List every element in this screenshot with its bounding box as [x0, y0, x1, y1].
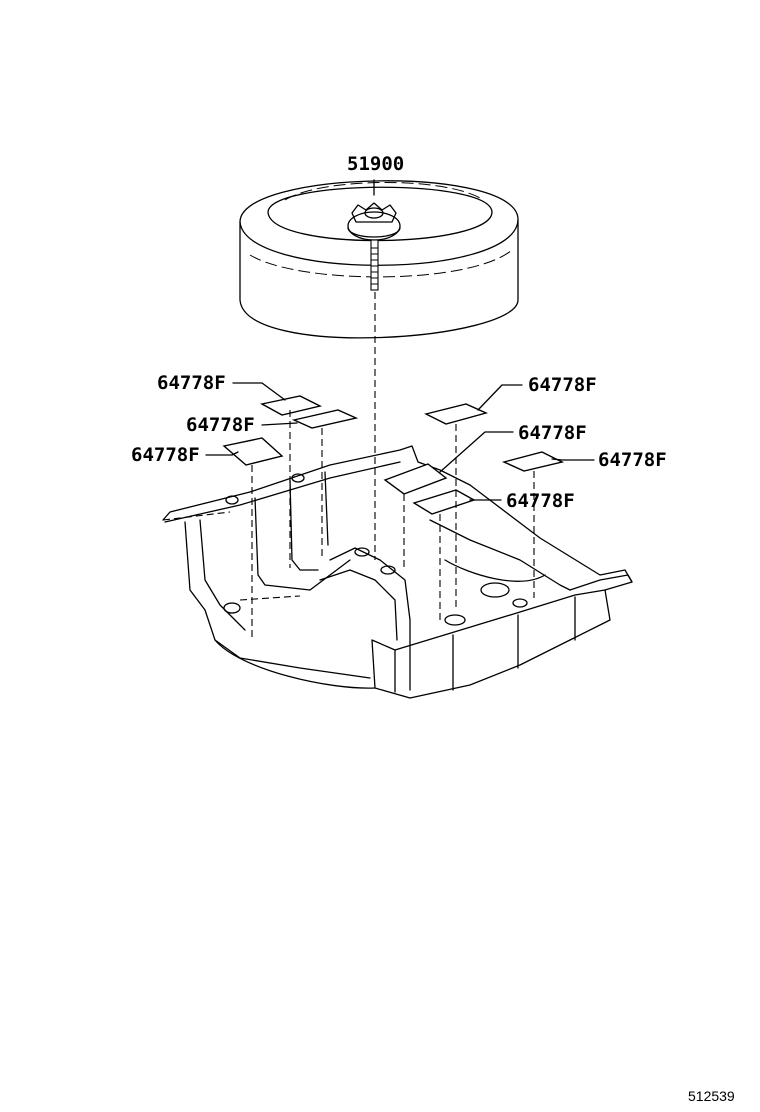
- label-pad-1: 64778F: [157, 372, 226, 394]
- dashed-drop-lines: [251, 410, 535, 640]
- label-spare-tire: 51900: [347, 153, 404, 175]
- leader-lines: [205, 382, 595, 501]
- figure-code: 512539: [688, 1088, 735, 1104]
- label-pad-2: 64778F: [186, 414, 255, 436]
- label-pad-3: 64778F: [131, 444, 200, 466]
- pad-shape-1: [260, 395, 323, 416]
- label-pad-5: 64778F: [518, 422, 587, 444]
- pad-shape-7: [501, 451, 565, 472]
- label-pad-6: 64778F: [506, 490, 575, 512]
- pad-shape-2: [291, 409, 359, 429]
- label-pad-7: 64778F: [598, 449, 667, 471]
- silencer-pads: [222, 395, 565, 515]
- pad-shape-3: [222, 437, 284, 466]
- pad-shape-4: [423, 403, 489, 425]
- label-pad-4: 64778F: [528, 374, 597, 396]
- pad-shape-6: [412, 489, 476, 515]
- spare-tire: [239, 179, 519, 339]
- pad-shape-5: [383, 463, 448, 495]
